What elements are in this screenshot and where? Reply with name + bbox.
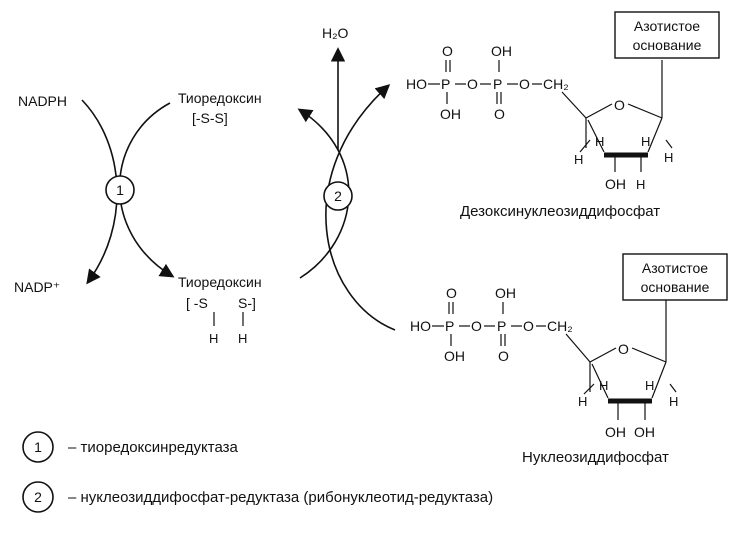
legend-1-text: – тиоредоксинредуктаза xyxy=(68,439,239,456)
thioredoxin-reductase-cycle: NADPH NADP⁺ 1 xyxy=(14,93,175,295)
thioredoxin-oxidized-name: Тиоредоксин xyxy=(178,90,262,106)
top-bond-ch2-c4 xyxy=(561,91,587,119)
enzyme-2-number: 2 xyxy=(334,188,342,204)
bottom-ring-oxygen: O xyxy=(618,341,629,357)
bottom-h-c2: H xyxy=(645,378,654,393)
top-p2: P xyxy=(493,76,502,92)
bottom-ester-oxygen: O xyxy=(523,318,534,334)
top-p1-oxygen: O xyxy=(442,43,453,59)
bottom-ho: HO xyxy=(410,318,431,334)
bottom-molecule-caption: Нуклеозиддифосфат xyxy=(522,449,669,466)
top-ho: HO xyxy=(406,76,427,92)
bottom-bond-c1-h xyxy=(669,383,677,393)
top-p2-oh: OH xyxy=(491,43,512,59)
bottom-base-box xyxy=(622,253,728,301)
thioredoxin-reduced-sh-left: [ -S xyxy=(186,295,208,311)
bottom-base-line1: Азотистое xyxy=(642,260,708,276)
legend-2-number: 2 xyxy=(34,489,42,505)
bottom-bond-ch2-c4 xyxy=(565,333,591,363)
bottom-bridge-oxygen: O xyxy=(471,318,482,334)
nadph-label: NADPH xyxy=(18,93,67,109)
top-ring-c1-c2 xyxy=(647,117,663,153)
bottom-h-c3: H xyxy=(599,378,608,393)
bottom-bond-c4-h xyxy=(583,383,595,395)
ndp-to-dndp-arc xyxy=(325,84,396,331)
top-base-box xyxy=(614,11,720,59)
legend-2-circle xyxy=(22,481,54,513)
bottom-p2-oxygen: O xyxy=(498,348,509,364)
enzyme-2-circle xyxy=(323,181,353,211)
ribonucleotide-reductase-cycle: H₂O 2 xyxy=(297,25,396,331)
top-molecule-caption: Дезоксинуклеозиддифосфат xyxy=(460,203,660,220)
bottom-ring-c4-o xyxy=(589,347,617,363)
enzyme-1-number: 1 xyxy=(116,182,124,198)
top-ring-oh: OH xyxy=(605,176,626,192)
sh-hydrogen-left: H xyxy=(209,331,218,346)
thioredoxin-oxidized: Тиоредоксин [-S-S] xyxy=(178,90,262,126)
top-ring-o-c1 xyxy=(627,103,663,119)
bottom-h-c1: H xyxy=(669,394,678,409)
top-ring-oxygen: O xyxy=(614,97,625,113)
nadp-label: NADP⁺ xyxy=(14,279,60,295)
top-ch2: CH₂ xyxy=(543,76,569,92)
top-h-c3: H xyxy=(595,134,604,149)
top-ring-c4-c3 xyxy=(587,119,605,153)
deoxynucleoside-diphosphate: HO P O OH O P OH O O CH₂ O H H H xyxy=(406,11,720,220)
bottom-ring-c4-c3 xyxy=(591,363,609,399)
bottom-ring-c1-c2 xyxy=(651,361,667,399)
thioredoxin-reduced-sh-right: S-] xyxy=(238,295,256,311)
top-h-c1: H xyxy=(664,150,673,165)
bottom-ch2: CH₂ xyxy=(547,318,573,334)
thioredoxin-reduced-name: Тиоредоксин xyxy=(178,274,262,290)
top-ester-oxygen: O xyxy=(519,76,530,92)
bottom-p2: P xyxy=(497,318,506,334)
top-bond-c4-h xyxy=(579,139,591,153)
top-base-line1: Азотистое xyxy=(634,18,700,34)
bottom-ring-oh-left: OH xyxy=(605,424,626,440)
bottom-base-line2: основание xyxy=(641,279,710,295)
top-h-c2: H xyxy=(641,134,650,149)
thioredoxin-oxidized-group: [-S-S] xyxy=(192,110,228,126)
bottom-ring-oh-right: OH xyxy=(634,424,655,440)
top-bridge-oxygen: O xyxy=(467,76,478,92)
legend-2-text: – нуклеозиддифосфат-редуктаза (рибонукле… xyxy=(68,489,493,506)
bottom-h-c4: H xyxy=(578,394,587,409)
nucleoside-diphosphate: HO P O OH O P OH O O CH₂ O H H H xyxy=(410,253,728,466)
top-h-c4: H xyxy=(574,152,583,167)
bottom-p1-oxygen: O xyxy=(446,285,457,301)
bottom-p1-oh: OH xyxy=(444,348,465,364)
water-label: H₂O xyxy=(322,25,349,41)
legend: 1 – тиоредоксинредуктаза 2 – нуклеозидди… xyxy=(22,431,493,513)
top-p1: P xyxy=(441,76,450,92)
top-p2-oxygen: O xyxy=(494,106,505,122)
thioredoxin-reduced: Тиоредоксин [ -S S-] H H xyxy=(178,274,262,346)
top-bond-c1-h xyxy=(665,139,673,149)
bottom-p1: P xyxy=(445,318,454,334)
top-base-line2: основание xyxy=(633,37,702,53)
bottom-p2-oh: OH xyxy=(495,285,516,301)
top-p1-oh: OH xyxy=(440,106,461,122)
bottom-ring-o-c1 xyxy=(631,347,667,363)
top-h-c2-down: H xyxy=(636,177,645,192)
sh-hydrogen-right: H xyxy=(238,331,247,346)
legend-1-number: 1 xyxy=(34,439,42,455)
top-ring-c4-o xyxy=(585,103,613,119)
enzyme-1-circle xyxy=(105,175,135,205)
legend-1-circle xyxy=(22,431,54,463)
